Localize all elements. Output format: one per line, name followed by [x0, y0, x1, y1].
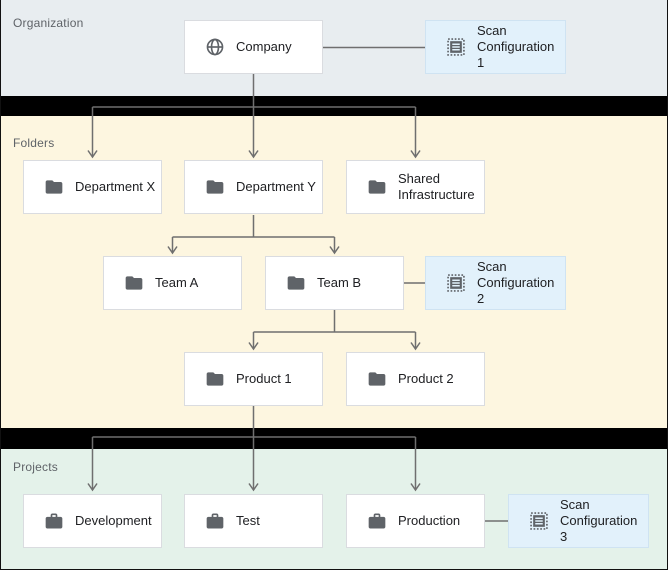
- globe-icon: [205, 37, 225, 57]
- node-label: Department Y: [236, 178, 316, 194]
- node-product-1: Product 1: [184, 352, 323, 406]
- receipt-icon: [446, 273, 466, 293]
- node-scan-configuration-1: Scan Configuration 1: [425, 20, 566, 74]
- node-label: Product 1: [236, 370, 292, 386]
- node-label: Scan Configuration 3: [560, 496, 638, 545]
- node-label: Product 2: [398, 370, 454, 386]
- node-test: Test: [184, 494, 323, 548]
- folder-icon: [367, 369, 387, 389]
- node-label: Scan Configuration 2: [477, 258, 555, 307]
- divider-bar-top: [1, 96, 667, 116]
- node-development: Development: [23, 494, 162, 548]
- briefcase-icon: [44, 511, 64, 531]
- node-label: Development: [75, 512, 152, 528]
- folder-icon: [367, 177, 387, 197]
- node-label: Department X: [75, 178, 156, 194]
- node-department-y: Department Y: [184, 160, 323, 214]
- node-scan-configuration-3: Scan Configuration 3: [508, 494, 649, 548]
- organization-section-label: Organization: [13, 16, 84, 30]
- node-label: Scan Configuration 1: [477, 22, 555, 71]
- node-label: Production: [398, 512, 461, 528]
- folder-icon: [205, 177, 225, 197]
- folders-section-label: Folders: [13, 136, 55, 150]
- node-product-2: Product 2: [346, 352, 485, 406]
- projects-section-label: Projects: [13, 460, 58, 474]
- briefcase-icon: [367, 511, 387, 531]
- divider-bar-bottom: [1, 428, 667, 449]
- briefcase-icon: [205, 511, 225, 531]
- folder-icon: [44, 177, 64, 197]
- receipt-icon: [529, 511, 549, 531]
- node-scan-configuration-2: Scan Configuration 2: [425, 256, 566, 310]
- node-production: Production: [346, 494, 485, 548]
- node-shared-infrastructure: Shared Infrastructure: [346, 160, 485, 214]
- node-company: Company: [184, 20, 323, 74]
- node-team-b: Team B: [265, 256, 404, 310]
- node-label: Test: [236, 512, 260, 528]
- receipt-icon: [446, 37, 466, 57]
- folder-icon: [205, 369, 225, 389]
- node-department-x: Department X: [23, 160, 162, 214]
- node-label: Shared Infrastructure: [398, 170, 475, 202]
- node-label: Team B: [317, 274, 362, 290]
- node-label: Team A: [155, 274, 199, 290]
- node-label: Company: [236, 38, 292, 54]
- node-team-a: Team A: [103, 256, 242, 310]
- folder-icon: [124, 273, 144, 293]
- folder-icon: [286, 273, 306, 293]
